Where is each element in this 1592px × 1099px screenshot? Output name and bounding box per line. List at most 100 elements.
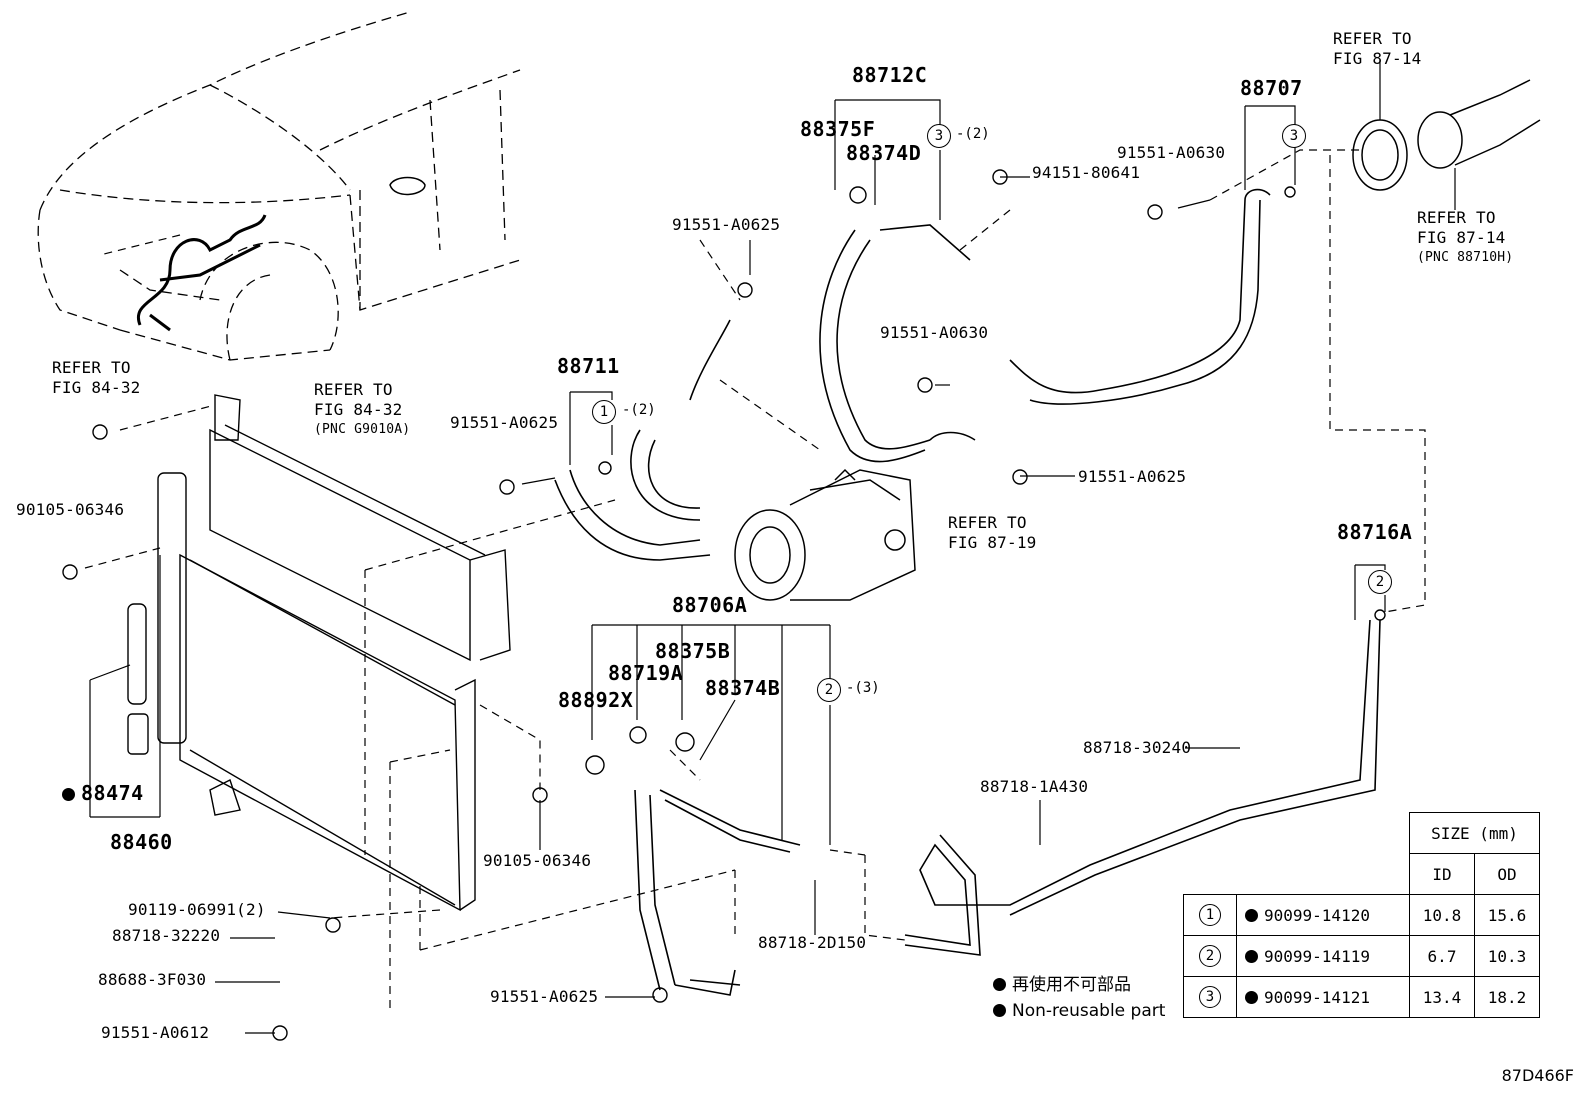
label-88460: 88460 bbox=[110, 830, 173, 854]
legend: 再使用不可部品 Non-reusable part bbox=[993, 972, 1165, 1024]
size-row-id: 13.4 bbox=[1409, 976, 1475, 1018]
size-row-part: 90099-14120 bbox=[1264, 905, 1370, 925]
label-88892X: 88892X bbox=[558, 688, 634, 712]
label-88718-2D150: 88718-2D150 bbox=[758, 933, 867, 952]
size-table-blank bbox=[1184, 854, 1237, 895]
refer-fig-84-32-left: REFER TO FIG 84-32 bbox=[52, 358, 141, 398]
legend-text-jp: 再使用不可部品 bbox=[1012, 975, 1131, 995]
size-row-num: 1 bbox=[1199, 904, 1221, 926]
compressor bbox=[734, 468, 916, 601]
label-90119-06991: 90119-06991(2) bbox=[128, 900, 266, 919]
qty-88706A: -(3) bbox=[846, 680, 880, 696]
label-91551-A0612: 91551-A0612 bbox=[101, 1023, 210, 1042]
size-row-part-cell: 90099-14119 bbox=[1236, 935, 1410, 977]
label-88706A: 88706A bbox=[672, 593, 748, 617]
size-table-col-id: ID bbox=[1409, 853, 1475, 895]
refer-line-2: FIG 84-32 bbox=[52, 378, 141, 397]
qty-88712C: -(2) bbox=[956, 126, 990, 142]
size-table-col-od: OD bbox=[1474, 853, 1540, 895]
label-88375B: 88375B bbox=[655, 639, 731, 663]
size-row-num: 3 bbox=[1199, 986, 1221, 1008]
size-table-blank bbox=[1237, 854, 1410, 895]
refer-fig-84-32-mid: REFER TO FIG 84-32 (PNC G9010A) bbox=[314, 380, 410, 440]
label-88716A: 88716A bbox=[1337, 520, 1413, 544]
size-row-part: 90099-14121 bbox=[1264, 987, 1370, 1007]
refer-fig-87-19: REFER TO FIG 87-19 bbox=[948, 513, 1037, 553]
label-91551-A0625-bottom: 91551-A0625 bbox=[490, 987, 599, 1006]
refer-line-3: (PNC 88710H) bbox=[1417, 250, 1514, 265]
clutch-assembly bbox=[1352, 79, 1541, 191]
refer-line-2: FIG 87-19 bbox=[948, 533, 1037, 552]
size-table-header: SIZE (mm) bbox=[1409, 812, 1540, 854]
refer-line-1: REFER TO bbox=[1417, 208, 1496, 227]
legend-row-jp: 再使用不可部品 bbox=[993, 972, 1165, 998]
size-row-part: 90099-14119 bbox=[1264, 946, 1370, 966]
size-row-num-cell: 1 bbox=[1183, 894, 1237, 936]
size-table-blank bbox=[1237, 813, 1410, 854]
size-row-part-cell: 90099-14120 bbox=[1236, 894, 1410, 936]
circle-ref-88707: 3 bbox=[1282, 124, 1306, 148]
fasteners bbox=[62, 169, 1386, 1041]
receiver-tank bbox=[127, 603, 149, 755]
table-row: 3 90099-14121 13.4 18.2 bbox=[1183, 976, 1540, 1018]
size-row-od: 10.3 bbox=[1474, 935, 1540, 977]
refer-line-2: FIG 84-32 bbox=[314, 400, 403, 419]
refer-line-1: REFER TO bbox=[1333, 29, 1412, 48]
legend-row-en: Non-reusable part bbox=[993, 998, 1165, 1024]
non-reusable-dot bbox=[993, 978, 1006, 991]
size-table-blank bbox=[1184, 813, 1237, 854]
label-91551-A0625-left: 91551-A0625 bbox=[450, 413, 559, 432]
non-reusable-dot bbox=[62, 788, 75, 801]
size-row-num-cell: 2 bbox=[1183, 935, 1237, 977]
label-91551-A0625-top: 91551-A0625 bbox=[672, 215, 781, 234]
size-row-od: 15.6 bbox=[1474, 894, 1540, 936]
size-row-od: 18.2 bbox=[1474, 976, 1540, 1018]
car-outline bbox=[37, 11, 521, 361]
label-88474: 88474 bbox=[62, 782, 144, 804]
circle-ref-88706A: 2 bbox=[817, 678, 841, 702]
label-90105-06346-left: 90105-06346 bbox=[16, 500, 125, 519]
label-88374D: 88374D bbox=[846, 141, 922, 165]
label-88707: 88707 bbox=[1240, 76, 1303, 100]
non-reusable-dot bbox=[1245, 990, 1258, 1004]
non-reusable-dot bbox=[1245, 908, 1258, 922]
label-88718-32220: 88718-32220 bbox=[112, 926, 221, 945]
refer-line-1: REFER TO bbox=[948, 513, 1027, 532]
label-88474-text: 88474 bbox=[81, 781, 144, 805]
condenser bbox=[157, 472, 476, 912]
table-row: 2 90099-14119 6.7 10.3 bbox=[1183, 935, 1540, 977]
label-88374B: 88374B bbox=[705, 676, 781, 700]
label-88688-3F030: 88688-3F030 bbox=[98, 970, 207, 989]
refer-line-3: (PNC G9010A) bbox=[314, 422, 411, 437]
refer-line-2: FIG 87-14 bbox=[1417, 228, 1506, 247]
label-90105-06346-mid: 90105-06346 bbox=[483, 851, 592, 870]
circle-ref-88716A: 2 bbox=[1368, 570, 1392, 594]
label-88375F: 88375F bbox=[800, 117, 876, 141]
label-91551-A0625-right: 91551-A0625 bbox=[1078, 467, 1187, 486]
size-table-subheader-row: ID OD bbox=[1184, 853, 1540, 895]
radiator bbox=[209, 394, 511, 662]
refer-line-1: REFER TO bbox=[314, 380, 393, 399]
label-88719A: 88719A bbox=[608, 661, 684, 685]
label-88718-30240: 88718-30240 bbox=[1083, 738, 1192, 757]
pipes bbox=[554, 188, 1381, 996]
label-91551-A0630-mid: 91551-A0630 bbox=[880, 323, 989, 342]
label-88712C: 88712C bbox=[852, 63, 928, 87]
size-row-part-cell: 90099-14121 bbox=[1236, 976, 1410, 1018]
qty-88711: -(2) bbox=[622, 402, 656, 418]
size-row-num-cell: 3 bbox=[1183, 976, 1237, 1018]
size-table-header-row: SIZE (mm) bbox=[1184, 812, 1540, 854]
table-row: 1 90099-14120 10.8 15.6 bbox=[1183, 894, 1540, 936]
label-94151-80641: 94151-80641 bbox=[1032, 163, 1141, 182]
non-reusable-dot bbox=[993, 1004, 1006, 1017]
circle-ref-88711: 1 bbox=[592, 400, 616, 424]
figure-code: 87D466F bbox=[1501, 1066, 1574, 1085]
refer-line-2: FIG 87-14 bbox=[1333, 49, 1422, 68]
label-91551-A0630-top: 91551-A0630 bbox=[1117, 143, 1226, 162]
refer-fig-87-14-top: REFER TO FIG 87-14 bbox=[1333, 29, 1422, 69]
legend-text-en: Non-reusable part bbox=[1012, 1001, 1166, 1021]
leader-lines bbox=[89, 60, 1456, 1034]
label-88711: 88711 bbox=[557, 354, 620, 378]
car-wiring bbox=[136, 214, 267, 332]
